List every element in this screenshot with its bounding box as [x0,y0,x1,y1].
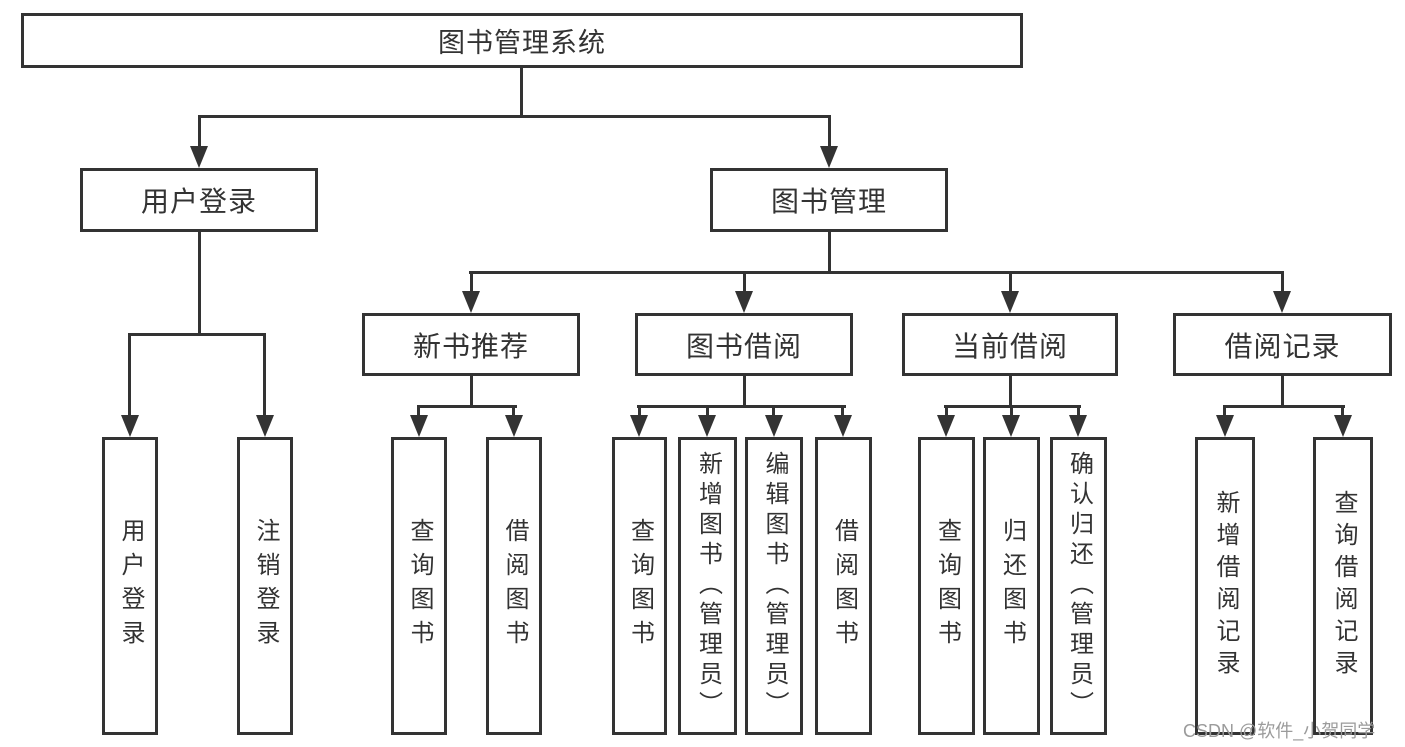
connector-user-login-drop [198,117,201,148]
leaf-query-books-recommend-label: 查询图书 [406,518,433,654]
arrowhead-leaf [410,415,428,437]
connector-new-book-stem [470,376,473,407]
leaf-logout: 注销登录 [237,437,293,735]
leaf-borrow-books-label: 借阅图书 [830,518,858,654]
arrowhead-leaf [698,415,716,437]
leaf-user-login: 用户登录 [102,437,158,735]
leaf-add-borrow-record-label: 新增借阅记录 [1212,490,1239,682]
leaf-edit-books-admin: 编辑图书（管理员） [745,437,803,735]
arrowhead-current-borrow [1001,291,1019,313]
arrowhead-leaf [834,415,852,437]
node-new-book-recommend-label: 新书推荐 [412,330,529,362]
connector-leaf-shaft [512,407,515,417]
connector-leaf-shaft [706,407,709,417]
connector-leaf-shaft [841,407,844,417]
connector-user-login-branch [128,333,266,336]
connector-user-login-stem [198,232,201,335]
arrowhead-leaf [1002,415,1020,437]
connector-new-book-drop [470,273,473,293]
leaf-query-books-borrow: 查询图书 [612,437,667,735]
node-borrow-records-label: 借阅记录 [1224,330,1341,362]
arrowhead-leaf-login [121,415,139,437]
connector-leaf-shaft [1341,407,1344,417]
connector-leaf-shaft [772,407,775,417]
leaf-query-borrow-record-label: 查询借阅记录 [1330,490,1357,682]
connector-borrow-records-drop [1281,273,1284,293]
arrowhead-leaf-logout [256,415,274,437]
node-book-management-label: 图书管理 [770,186,887,217]
arrowhead-user-login [190,146,208,168]
node-current-borrow-label: 当前借阅 [951,330,1068,362]
connector-book-borrow-leaf-branch [637,405,846,408]
leaf-confirm-return-admin-label: 确认归还（管理员） [1065,451,1093,721]
connector-leaf-shaft [1010,407,1013,417]
connector-level3-branch [469,271,1284,274]
connector-current-borrow-drop [1009,273,1012,293]
csdn-watermark: CSDN @软件_小贺同学 [1183,721,1376,741]
leaf-query-borrow-record: 查询借阅记录 [1313,437,1373,735]
leaf-add-books-admin: 新增图书（管理员） [678,437,737,735]
connector-book-borrow-stem [743,376,746,407]
leaf-query-books-borrow-label: 查询图书 [626,518,654,654]
leaf-return-books: 归还图书 [983,437,1040,735]
arrowhead-leaf [765,415,783,437]
arrowhead-leaf [1334,415,1352,437]
node-user-login: 用户登录 [80,168,318,232]
arrowhead-new-book [462,291,480,313]
leaf-logout-label: 注销登录 [252,518,279,654]
connector-leaf-shaft [1077,407,1080,417]
connector-leaf-login-drop [128,335,131,417]
arrowhead-leaf [1216,415,1234,437]
connector-current-borrow-leaf-branch [944,405,1081,408]
node-new-book-recommend: 新书推荐 [362,313,580,376]
leaf-add-books-admin-label: 新增图书（管理员） [694,451,722,721]
leaf-borrow-books-recommend: 借阅图书 [486,437,542,735]
node-current-borrow: 当前借阅 [902,313,1118,376]
connector-book-management-drop [828,117,831,148]
node-library-system: 图书管理系统 [21,13,1023,68]
arrowhead-book-borrow [735,291,753,313]
connector-leaf-shaft [417,407,420,417]
node-book-management: 图书管理 [710,168,948,232]
leaf-confirm-return-admin: 确认归还（管理员） [1050,437,1107,735]
arrowhead-borrow-records [1273,291,1291,313]
node-borrow-records: 借阅记录 [1173,313,1392,376]
connector-book-borrow-drop [743,273,746,293]
connector-leaf-shaft [638,407,641,417]
connector-book-management-stem [828,232,831,273]
leaf-query-books-recommend: 查询图书 [391,437,447,735]
node-book-borrow-label: 图书借阅 [685,330,802,362]
leaf-borrow-books-recommend-label: 借阅图书 [501,518,528,654]
leaf-edit-books-admin-label: 编辑图书（管理员） [761,451,788,721]
leaf-query-books-current: 查询图书 [918,437,975,735]
connector-leaf-shaft [945,407,948,417]
connector-leaf-shaft [1223,407,1226,417]
node-library-system-label: 图书管理系统 [438,28,606,58]
connector-current-borrow-stem [1009,376,1012,407]
node-user-login-label: 用户登录 [140,186,257,217]
arrowhead-leaf [937,415,955,437]
arrowhead-book-management [820,146,838,168]
leaf-add-borrow-record: 新增借阅记录 [1195,437,1255,735]
node-book-borrow: 图书借阅 [635,313,853,376]
arrowhead-leaf [1069,415,1087,437]
arrowhead-leaf [505,415,523,437]
connector-new-book-leaf-branch [417,405,517,408]
connector-borrow-records-stem [1281,376,1284,407]
connector-leaf-logout-drop [263,335,266,417]
leaf-user-login-label: 用户登录 [117,518,144,654]
leaf-borrow-books: 借阅图书 [815,437,872,735]
leaf-query-books-current-label: 查询图书 [933,518,961,654]
arrowhead-leaf [630,415,648,437]
connector-level2-branch [198,115,831,118]
leaf-return-books-label: 归还图书 [998,518,1026,654]
connector-root-stem [520,68,523,117]
connector-borrow-records-leaf-branch [1223,405,1345,408]
